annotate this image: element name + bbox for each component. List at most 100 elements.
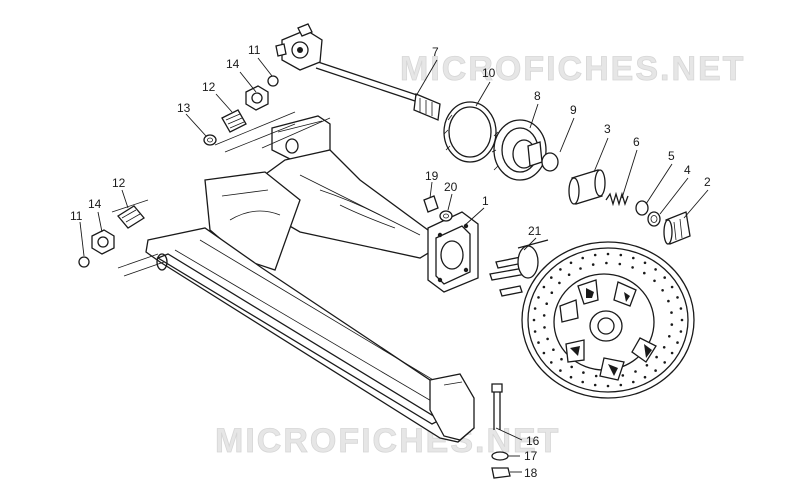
disc-hole [606,252,610,256]
washer-20 [439,210,453,222]
label-9: 9 [570,103,577,117]
label-12-upper: 12 [202,80,216,94]
disc-hole [532,318,536,322]
disc-hole [581,256,584,260]
label-18: 18 [524,466,538,480]
disc-hole [582,371,585,374]
disc-hole [606,384,610,388]
disc-hole [605,261,608,265]
disc-hole [634,370,637,373]
disc-hole [550,291,554,295]
spring-6 [605,191,629,207]
oil-seal-9 [541,152,559,172]
label-2: 2 [704,175,711,189]
disc-hole [618,262,622,266]
disc-hole [567,273,571,277]
washer-4 [647,211,661,227]
disc-hole [537,296,540,299]
label-6: 6 [633,135,640,149]
watermark-bottom: MICROFICHES.NET [215,422,560,460]
disc-hole [570,365,573,369]
disc-hole [667,299,670,303]
wheel-hub-brake-disc [489,239,695,399]
label-14-upper: 14 [226,57,240,71]
label-13: 13 [177,101,191,115]
disc-hole [670,323,674,326]
disc-hole [663,361,666,364]
hex-nut-lower [91,229,115,255]
disc-hole [593,253,597,257]
disc-hole [594,374,598,378]
swing-arm [145,115,479,443]
washer-13 [203,134,217,146]
pivot-pin-lower [117,205,145,229]
disc-hole [533,330,537,333]
leader-lines [79,57,709,473]
disc-hole [545,302,548,306]
label-19: 19 [425,169,439,183]
disc-hole [676,296,679,299]
disc-hole [670,285,674,289]
label-1: 1 [482,194,489,208]
disc-hole [581,380,584,384]
nut-18 [491,467,511,479]
label-21: 21 [528,224,542,238]
disc-hole [559,369,562,372]
bevel-gear-8 [491,119,547,181]
disc-hole [619,253,623,257]
disc-hole [533,307,537,310]
label-16: 16 [526,434,540,448]
label-17: 17 [524,449,538,463]
disc-hole [654,369,657,372]
disc-hole [668,335,671,338]
disc-hole [663,276,666,279]
disc-hole [542,285,546,289]
label-5: 5 [668,149,675,163]
disc-hole [645,364,649,367]
drive-shaft [275,23,441,121]
disc-hole [653,279,656,283]
label-3: 3 [604,122,611,136]
ring-10 [443,101,497,163]
circlip-5 [635,200,649,216]
disc-hole [560,357,563,361]
disc-hole [679,307,683,310]
disc-hole [621,374,625,377]
label-11-upper: 11 [248,43,261,57]
label-12-lower: 12 [112,176,126,190]
pivot-pin-upper [221,109,247,133]
washer-17 [491,451,509,461]
cap-upper [267,75,279,87]
bolt-16 [491,383,503,430]
watermark-top: MICROFICHES.NET [400,50,745,88]
disc-hole [670,351,674,355]
label-7: 7 [432,45,439,59]
disc-hole [655,355,658,359]
disc-hole [680,318,684,322]
disc-hole [552,348,555,352]
bearing-3 [568,169,606,205]
label-8: 8 [534,89,541,103]
nut-19 [423,195,439,213]
disc-hole [643,375,647,379]
disc-hole [550,276,553,279]
disc-hole [559,268,562,271]
label-11-lower: 11 [70,209,83,223]
disc-hole [546,337,549,341]
disc-hole [661,289,664,292]
disc-hole [542,314,546,317]
disc-hole [643,271,646,275]
disc-hole [676,341,679,344]
disc-hole [591,263,595,266]
label-20: 20 [444,180,458,194]
disc-hole [550,361,553,364]
cap-lower [78,256,90,268]
disc-hole [558,281,561,285]
label-14-lower: 14 [88,197,102,211]
part-numbers: 7 10 8 9 3 6 5 4 2 1 21 19 20 11 14 12 1… [70,43,711,480]
disc-hole [593,383,597,387]
label-10: 10 [482,66,496,80]
disc-hole [543,326,546,329]
